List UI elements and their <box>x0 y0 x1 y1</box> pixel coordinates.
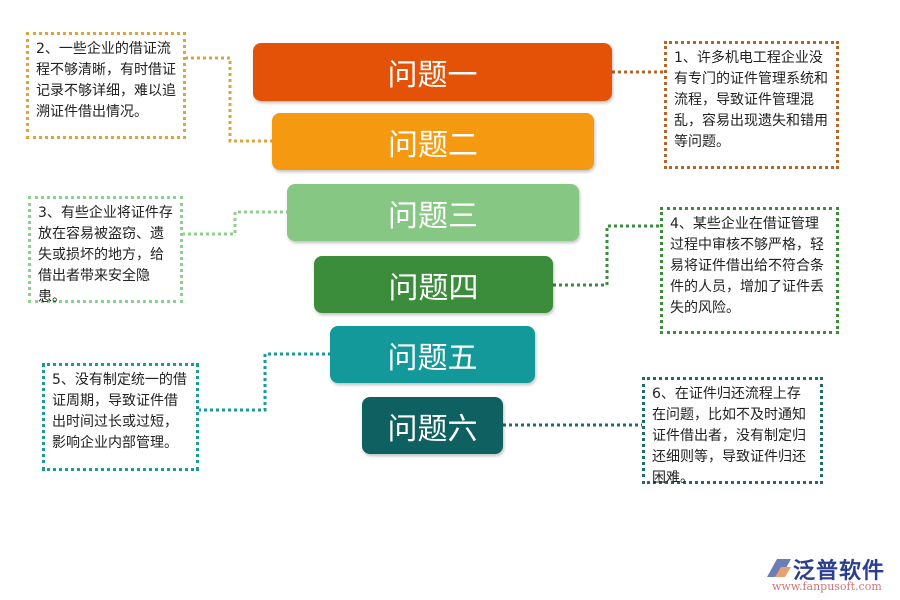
problem-note-2: 2、一些企业的借证流程不够清晰，有时借证记录不够详细，难以追溯证件借出情况。 <box>26 32 186 139</box>
problem-bar-4: 问题四 <box>314 256 553 313</box>
problem-bar-1: 问题一 <box>253 43 612 101</box>
problem-note-1: 1、许多机电工程企业没有专门的证件管理系统和流程，导致证件管理混乱，容易出现遗失… <box>664 41 839 169</box>
connector-3 <box>182 210 287 236</box>
problem-note-3: 3、有些企业将证件存放在容易被盗窃、遗失或损坏的地方，给借出者带来安全隐患。 <box>28 196 183 305</box>
problem-bar-3: 问题三 <box>287 184 579 241</box>
problem-bar-6: 问题六 <box>362 397 503 454</box>
connector-2 <box>185 56 272 143</box>
connector-5 <box>198 352 330 412</box>
logo: 泛普软件 <box>765 553 885 585</box>
logo-name: 泛普软件 <box>793 559 886 584</box>
logo-icon <box>767 559 791 577</box>
problem-bar-2: 问题二 <box>272 113 594 170</box>
problem-note-6: 6、在证件归还流程上存在问题，比如不及时通知证件借出者，没有制定归还细则等，导致… <box>642 377 823 486</box>
problem-note-4: 4、某些企业在借证管理过程中审核不够严格，轻易将证件借出给不符合条件的人员，增加… <box>660 207 839 334</box>
problem-note-5: 5、没有制定统一的借证周期，导致证件借出时间过长或过短，影响企业内部管理。 <box>42 363 199 471</box>
connector-4 <box>553 224 660 287</box>
problem-bar-5: 问题五 <box>330 326 535 383</box>
logo-url: www.fanpusoft.com <box>772 580 882 593</box>
